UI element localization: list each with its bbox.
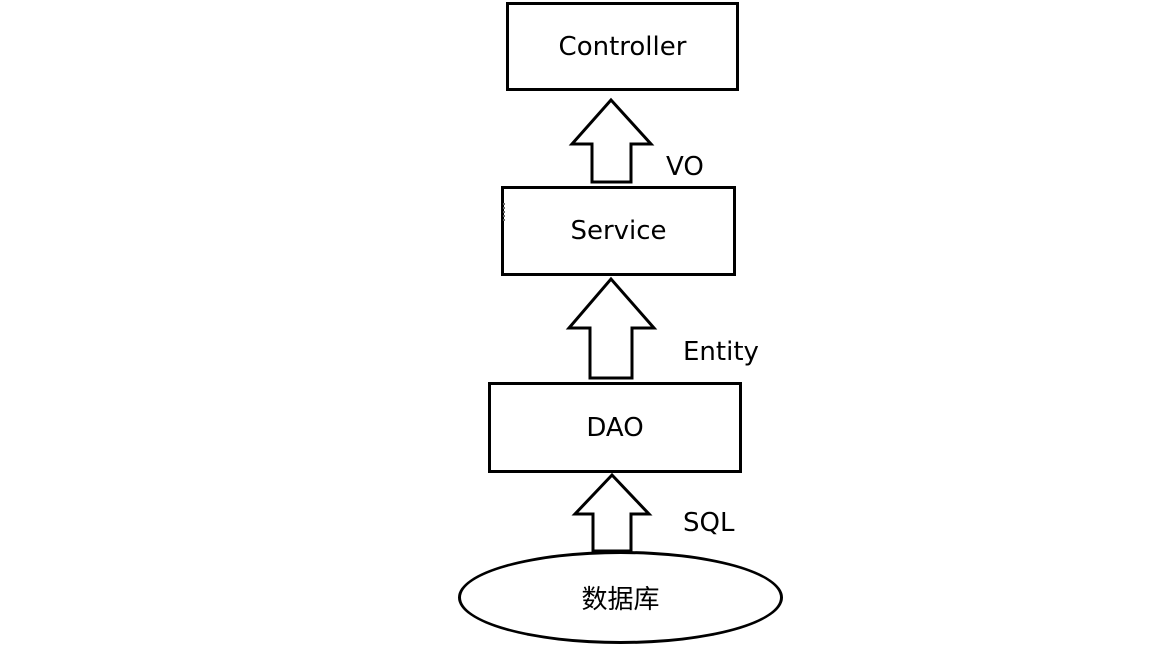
database-ellipse: 数据库: [458, 551, 783, 644]
database-label: 数据库: [581, 585, 660, 615]
service-label: Service: [570, 216, 667, 246]
arrow-vo: [568, 97, 655, 184]
service-box: Service: [501, 186, 736, 276]
entity-flow-label: Entity: [683, 337, 759, 367]
arrow-entity: [565, 276, 658, 380]
vo-flow-label: VO: [666, 152, 704, 182]
arrow-sql: [571, 472, 653, 553]
controller-label: Controller: [558, 31, 687, 62]
stray-mark: [503, 203, 509, 221]
dao-box: DAO: [488, 382, 742, 473]
sql-flow-label: SQL: [683, 508, 735, 538]
dao-label: DAO: [586, 412, 644, 443]
controller-box: Controller: [506, 2, 739, 91]
